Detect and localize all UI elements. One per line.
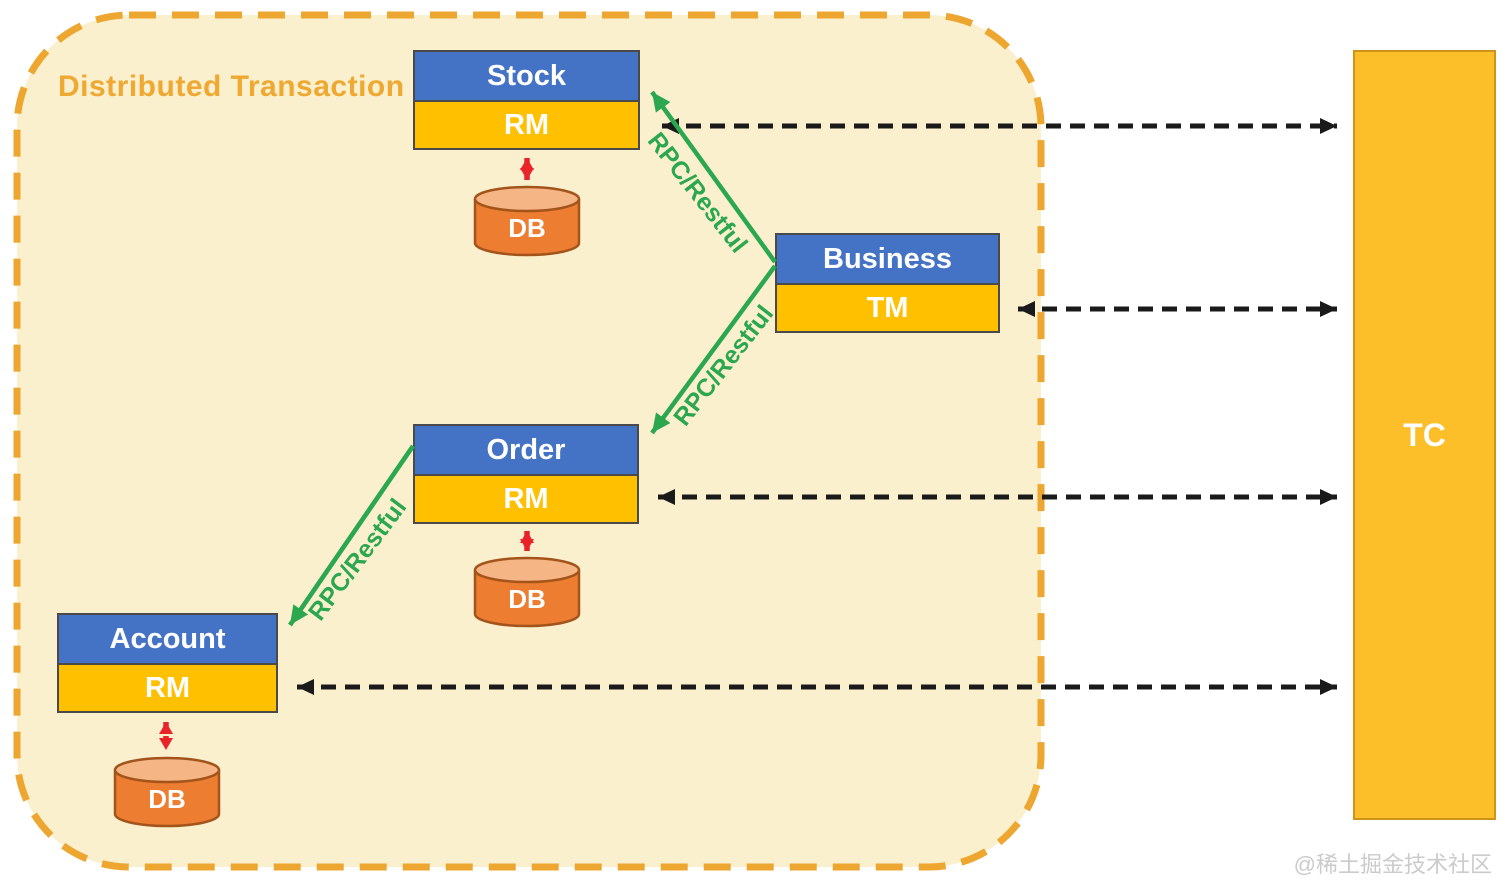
stock-title: Stock xyxy=(415,52,638,100)
account-role-rm: RM xyxy=(59,663,276,711)
region-title: Distributed Transaction xyxy=(58,70,405,103)
account-title: Account xyxy=(59,615,276,663)
stock-role-rm: RM xyxy=(415,100,638,148)
tc-node: TC xyxy=(1353,50,1496,820)
tc-label: TC xyxy=(1403,416,1446,453)
order-db-cylinder-icon: DB xyxy=(473,556,581,628)
stock-db-cylinder-icon: DB xyxy=(473,185,581,257)
business-node: Business TM xyxy=(775,233,1000,333)
order-title: Order xyxy=(415,426,637,474)
order-db-label: DB xyxy=(508,584,546,614)
stock-node: Stock RM xyxy=(413,50,640,150)
order-node: Order RM xyxy=(413,424,639,524)
account-node: Account RM xyxy=(57,613,278,713)
order-role-rm: RM xyxy=(415,474,637,522)
account-db-cylinder-icon: DB xyxy=(113,756,221,828)
stock-db-label: DB xyxy=(508,213,546,243)
watermark: @稀土掘金技术社区 xyxy=(1293,852,1492,877)
account-db-label: DB xyxy=(148,784,186,814)
business-role-tm: TM xyxy=(777,283,998,331)
business-title: Business xyxy=(777,235,998,283)
